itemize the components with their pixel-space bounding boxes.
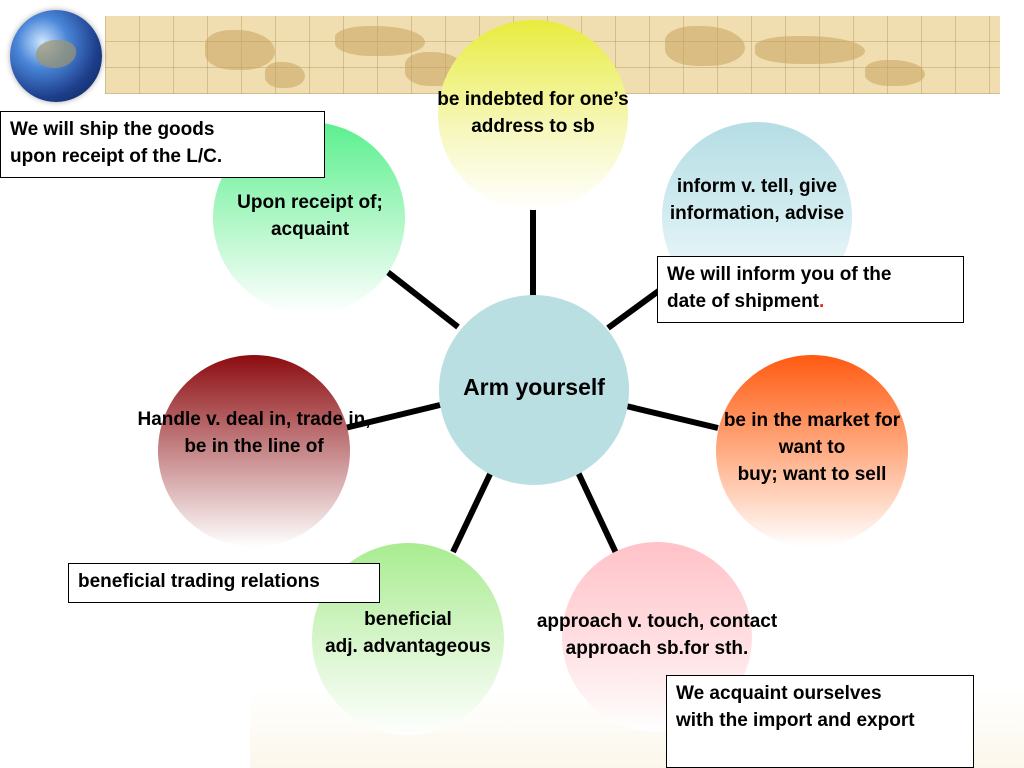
node-circle-right <box>716 355 908 547</box>
node-circle-left <box>158 355 350 547</box>
center-label: Arm yourself <box>463 374 605 400</box>
example-box-inform: We will inform you of the date of shipme… <box>657 256 964 323</box>
red-period: . <box>819 291 825 312</box>
example-box-beneficial: beneficial trading relations <box>68 563 380 603</box>
globe-icon <box>10 10 102 102</box>
node-circle-top <box>438 20 628 210</box>
spoke-upper-left <box>383 267 460 330</box>
node-label-left: Handle v. deal in, trade in,be in the li… <box>137 409 371 457</box>
center-circle <box>439 295 629 485</box>
spoke-bottom <box>450 468 495 554</box>
spoke-left <box>344 402 441 431</box>
spoke-lower-right <box>573 466 619 555</box>
node-label-upper-left: Upon receipt of;acquaint <box>237 192 383 240</box>
spoke-right <box>625 403 719 431</box>
